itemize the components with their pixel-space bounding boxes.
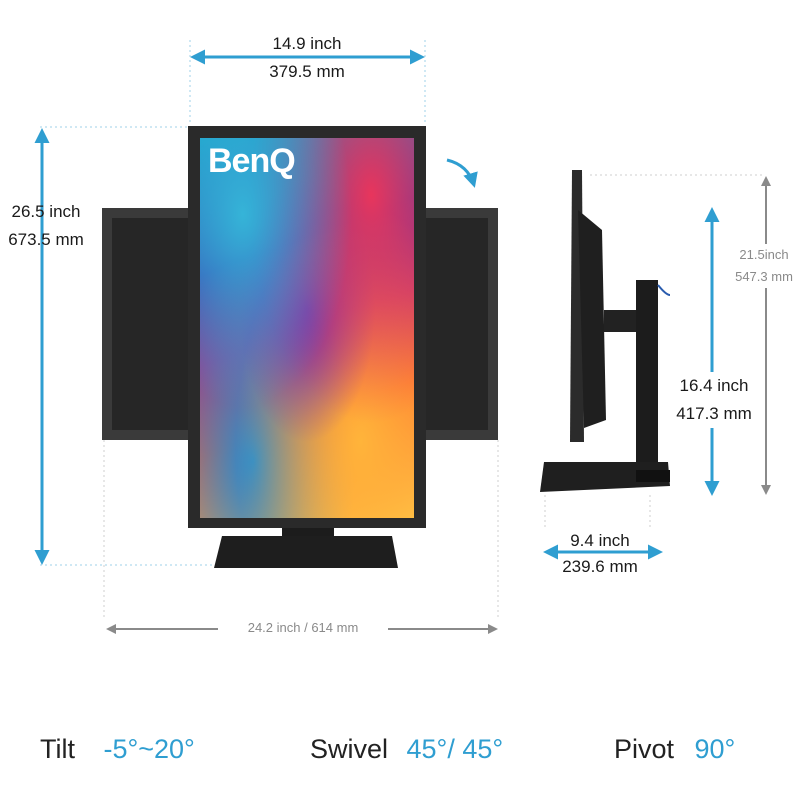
spec-tilt: Tilt -5°~20° (40, 734, 195, 765)
guide-lines-gray (103, 174, 765, 620)
portrait-monitor-stand (214, 526, 398, 568)
width-top-mm: 379.5 mm (269, 62, 345, 81)
bottom-width-label: 24.2 inch / 614 mm (218, 616, 388, 640)
spec-swivel: Swivel 45°/ 45° (310, 734, 503, 765)
spec-tilt-label: Tilt (40, 734, 75, 764)
side-depth-inch: 9.4 inch (570, 531, 630, 550)
spec-pivot-label: Pivot (614, 734, 675, 764)
height-left-inch: 26.5 inch (11, 202, 81, 221)
spec-pivot: Pivot 90° (614, 734, 735, 765)
portrait-monitor-screen (200, 138, 414, 518)
guide-lines (40, 40, 426, 566)
spec-tilt-value: -5°~20° (103, 734, 195, 764)
side-depth-label: 9.4 inch 239.6 mm (545, 528, 655, 580)
side-min-height-inch: 16.4 inch (679, 376, 749, 395)
width-top-inch: 14.9 inch (272, 34, 342, 53)
spec-swivel-value: 45°/ 45° (406, 734, 504, 764)
spec-swivel-label: Swivel (310, 734, 389, 764)
side-max-height-inch: 21.5inch (739, 247, 789, 262)
spec-pivot-value: 90° (694, 734, 736, 764)
side-view-monitor (540, 170, 671, 492)
side-depth-mm: 239.6 mm (562, 557, 638, 576)
side-min-height-label: 16.4 inch 417.3 mm (668, 372, 760, 428)
side-max-height-mm: 547.3 mm (735, 269, 793, 284)
brand-logo: BenQ (208, 142, 296, 180)
height-left-label: 26.5 inch 673.5 mm (0, 198, 92, 254)
side-max-height-label: 21.5inch 547.3 mm (726, 244, 800, 288)
side-min-height-mm: 417.3 mm (676, 404, 752, 423)
pivot-curve-arrow (446, 158, 478, 188)
width-top-label: 14.9 inch 379.5 mm (247, 30, 367, 86)
height-left-mm: 673.5 mm (8, 230, 84, 249)
